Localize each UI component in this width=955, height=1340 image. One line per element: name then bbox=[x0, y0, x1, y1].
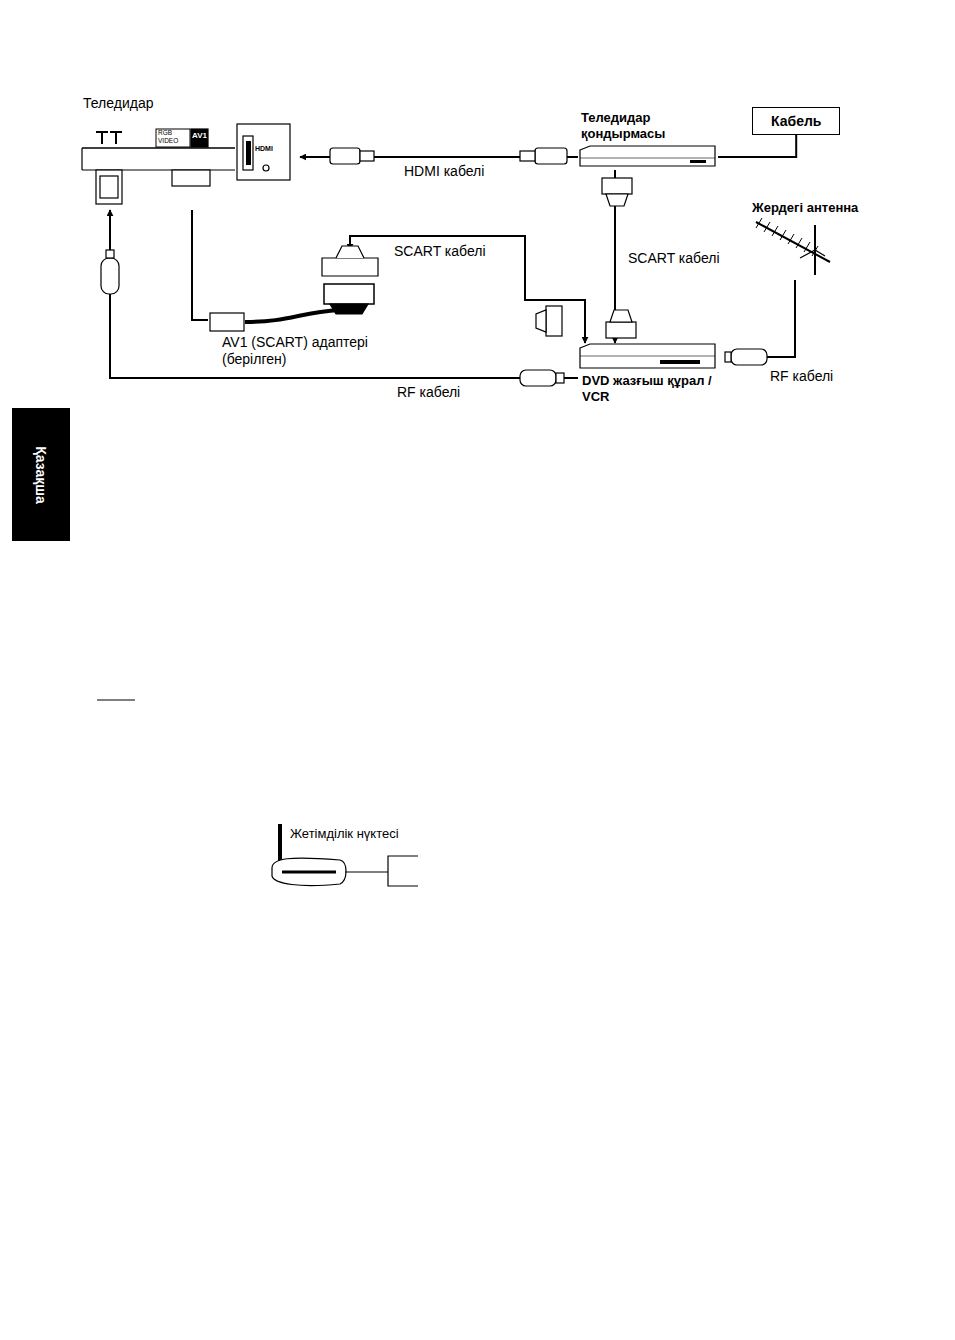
set-top-box bbox=[580, 146, 715, 166]
node-text: Жердегі антенна bbox=[752, 200, 890, 216]
tv: Теледидар bbox=[80, 95, 300, 210]
node-text: Теледидар қондырмасы bbox=[581, 110, 691, 141]
cable-connector bbox=[738, 280, 795, 357]
terrestrial-antenna bbox=[756, 218, 830, 275]
cable-box: Кабель bbox=[752, 107, 840, 135]
dvd-recorder: DVD жазғыш құрал / VCR bbox=[578, 343, 738, 408]
cable-label: SCART кабелі bbox=[626, 250, 722, 266]
node-text: AV1 (SCART) адаптері (берілген) bbox=[222, 334, 387, 368]
cable-label: RF кабелі bbox=[395, 384, 462, 400]
cable-connector bbox=[192, 210, 208, 320]
node-text: DVD жазғыш құрал / VCR bbox=[582, 373, 734, 404]
cable-connector bbox=[718, 135, 796, 157]
scart-adapter: AV1 (SCART) адаптері (берілген) bbox=[208, 250, 388, 370]
note-underline bbox=[97, 699, 135, 700]
node-text: Теледидар bbox=[83, 95, 233, 112]
access-point: Жетімділік нүктесі bbox=[268, 822, 428, 888]
tv-hdmi-panel bbox=[237, 124, 290, 180]
node-text: Кабель bbox=[771, 113, 821, 130]
scart-adapter bbox=[210, 246, 378, 331]
language-tab: Қазақша bbox=[12, 408, 70, 541]
hdmi-plugs bbox=[330, 148, 567, 164]
node-text: Жетімділік нүктесі bbox=[290, 826, 425, 842]
cable-label: HDMI кабелі bbox=[402, 163, 486, 179]
node-text: Қазақша bbox=[33, 446, 50, 504]
port-label: HDMI bbox=[255, 145, 273, 152]
scart-plugs bbox=[536, 178, 636, 338]
antenna: Жердегі антенна bbox=[750, 200, 890, 280]
tv-panel bbox=[82, 129, 235, 204]
port-label: VIDEO bbox=[158, 138, 178, 145]
set-top-box: Теледидар қондырмасы bbox=[578, 110, 718, 170]
port-label: RGB bbox=[158, 130, 172, 137]
dvd-recorder bbox=[580, 344, 715, 368]
cable-label: RF кабелі bbox=[768, 368, 835, 384]
cable-label: SCART кабелі bbox=[392, 243, 488, 259]
rf-plugs bbox=[101, 250, 767, 386]
port-label: AV1 bbox=[192, 132, 207, 140]
cable-connector bbox=[350, 236, 585, 343]
